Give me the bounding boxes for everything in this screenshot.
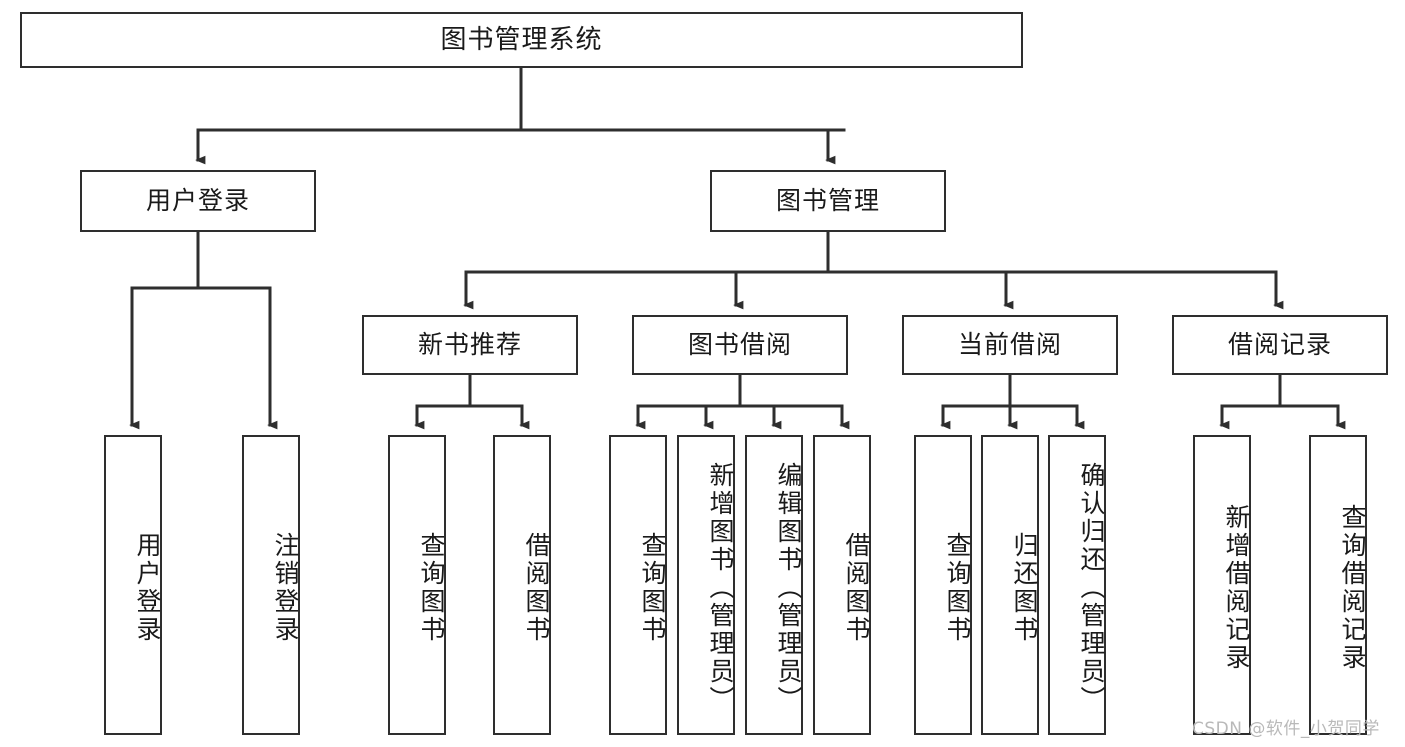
leaf-new-book-borrow-book[interactable]: 借阅图书 [493,435,551,735]
node-new-book-recommend[interactable]: 新书推荐 [362,315,578,375]
node-label: 编辑图书（管理员） [774,462,803,714]
node-root-book-management-system[interactable]: 图书管理系统 [20,12,1023,68]
node-label: 查询借阅记录 [1338,504,1367,672]
node-label: 归还图书 [1010,532,1039,644]
node-label: 查询图书 [943,532,972,644]
node-label: 查询图书 [638,532,667,644]
leaf-borrow-record-add-record[interactable]: 新增借阅记录 [1193,435,1251,735]
leaf-borrow-record-query-record[interactable]: 查询借阅记录 [1309,435,1367,735]
node-label: 新增借阅记录 [1222,504,1251,672]
node-label: 图书借阅 [687,330,792,360]
node-label: 当前借阅 [957,330,1062,360]
node-user-login[interactable]: 用户登录 [80,170,316,232]
leaf-book-borrow-query-book[interactable]: 查询图书 [609,435,667,735]
node-label: 借阅记录 [1227,330,1332,360]
leaf-book-borrow-add-book-admin[interactable]: 新增图书（管理员） [677,435,735,735]
leaf-new-book-query-book[interactable]: 查询图书 [388,435,446,735]
leaf-current-borrow-return-book[interactable]: 归还图书 [981,435,1039,735]
node-book-borrow[interactable]: 图书借阅 [632,315,848,375]
node-label: 确认归还（管理员） [1077,462,1106,714]
node-current-borrow[interactable]: 当前借阅 [902,315,1118,375]
leaf-user-login-login[interactable]: 用户登录 [104,435,162,735]
leaf-current-borrow-query-book[interactable]: 查询图书 [914,435,972,735]
node-label: 图书管理系统 [440,24,603,55]
leaf-book-borrow-edit-book-admin[interactable]: 编辑图书（管理员） [745,435,803,735]
node-label: 借阅图书 [522,532,551,644]
node-label: 注销登录 [271,532,300,644]
node-borrow-record[interactable]: 借阅记录 [1172,315,1388,375]
node-label: 查询图书 [417,532,446,644]
csdn-watermark: CSDN @软件_小贺同学 [1192,719,1380,739]
node-label: 用户登录 [133,532,162,644]
node-label: 借阅图书 [842,532,871,644]
leaf-current-borrow-confirm-return-admin[interactable]: 确认归还（管理员） [1048,435,1106,735]
node-label: 用户登录 [145,186,250,216]
node-label: 新增图书（管理员） [706,462,735,714]
leaf-book-borrow-borrow-book[interactable]: 借阅图书 [813,435,871,735]
leaf-user-login-logout[interactable]: 注销登录 [242,435,300,735]
node-book-management[interactable]: 图书管理 [710,170,946,232]
node-label: 新书推荐 [417,330,522,360]
node-label: 图书管理 [775,186,880,216]
